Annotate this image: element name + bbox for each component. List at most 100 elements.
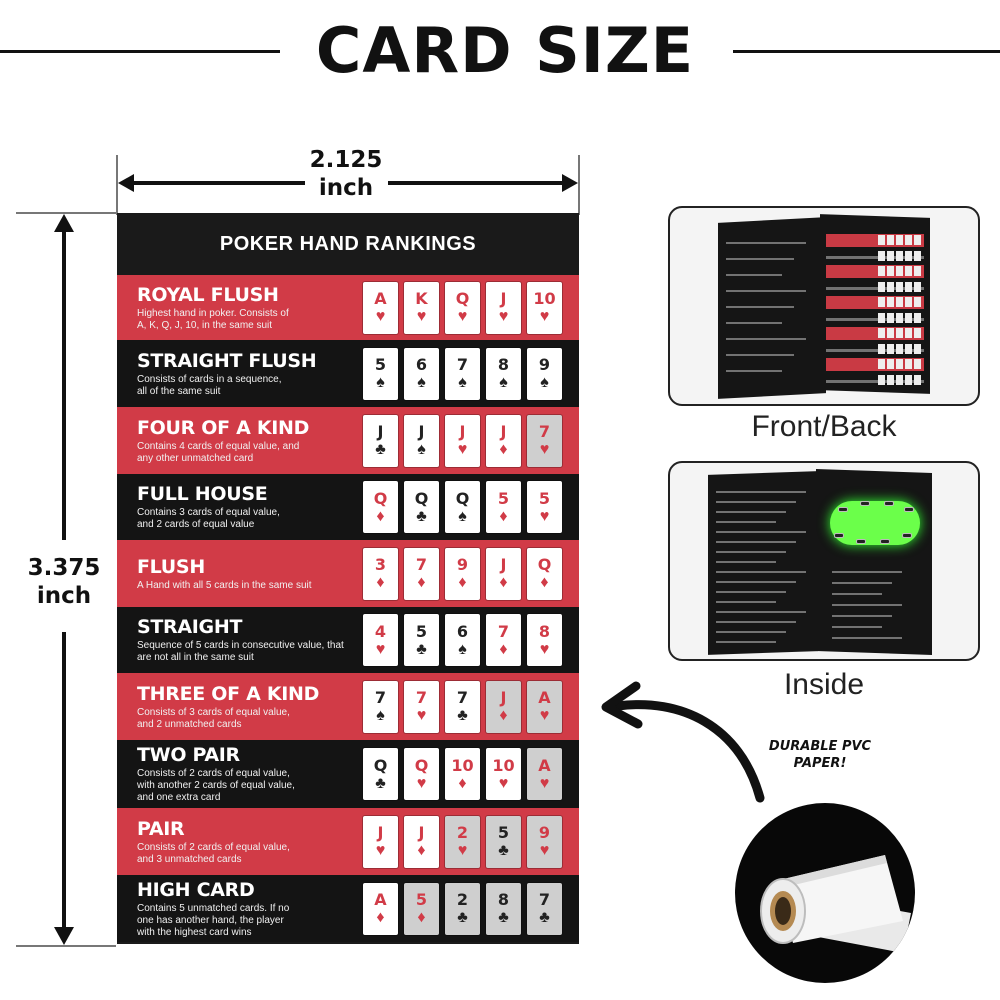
mini-text-line — [832, 593, 882, 595]
hand-description: A Hand with all 5 cards in the same suit — [137, 580, 362, 592]
card-rank: 6 — [456, 621, 469, 641]
card-suit-icon: ♥ — [539, 842, 550, 859]
card-suit-icon: ♣ — [498, 842, 509, 859]
mini-card — [887, 343, 894, 354]
hand-name: STRAIGHT — [137, 616, 243, 638]
playing-card: 8♥ — [527, 614, 562, 666]
playing-card: J♥ — [486, 281, 521, 334]
mini-card — [878, 328, 885, 338]
playing-card: 7♣ — [445, 680, 480, 733]
card-suit-icon: ♠ — [376, 707, 385, 724]
playing-card: 6♠ — [445, 614, 480, 666]
page-title: CARD SIZE — [315, 14, 695, 87]
mini-card — [905, 297, 912, 307]
card-suit-icon: ♣ — [375, 441, 386, 458]
card-suit-icon: ♥ — [539, 774, 550, 792]
playing-card: J♠ — [404, 414, 439, 467]
card-rank: Q — [537, 555, 552, 574]
mini-card — [896, 343, 903, 354]
playing-card: K♥ — [404, 281, 439, 334]
hand-description-line: Highest hand in poker. Consists of — [137, 307, 289, 319]
playing-card: 7♦ — [486, 614, 521, 666]
inside-thumbnail — [668, 461, 980, 661]
card-rank: J — [418, 823, 425, 842]
mini-text-line — [726, 322, 782, 324]
mini-card — [914, 266, 921, 276]
hand-name: FOUR OF A KIND — [137, 416, 310, 439]
hand-cards: 3♦7♦9♦J♦Q♦ — [363, 547, 562, 600]
mini-card — [887, 359, 894, 369]
curved-arrow-icon — [601, 681, 765, 803]
card-suit-icon: ♥ — [539, 308, 550, 325]
mini-text-line — [716, 531, 806, 533]
hand-description: Consists of cards in a sequence,all of t… — [137, 374, 362, 398]
hand-name: THREE OF A KIND — [137, 682, 320, 705]
card-rank: A — [374, 890, 387, 909]
card-rank: A — [374, 289, 387, 308]
playing-card: J♦ — [486, 414, 521, 467]
hand-description-line: all of the same suit — [137, 385, 221, 397]
table-seat-icon — [902, 533, 912, 538]
playing-card: 6♠ — [404, 347, 439, 400]
mini-text-line — [726, 274, 782, 276]
mini-card — [887, 328, 894, 338]
card-rank: 2 — [456, 823, 469, 842]
mini-card — [905, 359, 912, 369]
card-suit-icon: ♦ — [499, 574, 508, 591]
mini-text-line — [726, 370, 782, 372]
card-rank: 10 — [451, 755, 474, 775]
card-suit-icon: ♣ — [498, 909, 509, 926]
playing-card: A♦ — [363, 882, 398, 935]
card-suit-icon: ♦ — [499, 640, 508, 658]
card-rank: J — [500, 555, 507, 574]
hand-cards: 4♥5♣6♠7♦8♥ — [363, 614, 562, 666]
mini-card — [896, 374, 903, 385]
hand-cards: A♦5♦2♣8♣7♣ — [363, 882, 562, 935]
playing-card: 7♠ — [445, 347, 480, 400]
card-suit-icon: ♠ — [376, 374, 385, 391]
playing-card: 8♣ — [486, 882, 521, 935]
table-seat-icon — [856, 539, 866, 544]
playing-card: 8♠ — [486, 347, 521, 400]
table-seat-icon — [834, 533, 844, 538]
mini-card — [896, 235, 903, 245]
card-suit-icon: ♣ — [539, 909, 550, 926]
height-value: 3.375 — [27, 555, 101, 581]
card-rank: Q — [414, 755, 429, 775]
card-suit-icon: ♦ — [458, 774, 467, 792]
card-suit-icon: ♦ — [499, 707, 508, 724]
hand-description-line: with the highest card wins — [137, 926, 252, 938]
playing-card: J♦ — [404, 815, 439, 868]
hand-cards: Q♣Q♥10♦10♥A♥ — [363, 748, 562, 800]
mini-text-line — [716, 601, 776, 603]
mini-card — [905, 374, 912, 385]
pvc-roll-icon — [760, 855, 911, 953]
card-suit-icon: ♥ — [416, 774, 427, 792]
height-arrow-line-bottom — [62, 632, 66, 930]
mini-card — [896, 312, 903, 323]
mini-text-line — [726, 306, 794, 308]
card-suit-icon: ♦ — [376, 507, 385, 525]
mini-card — [887, 312, 894, 323]
playing-card: J♦ — [486, 680, 521, 733]
card-rank: 9 — [538, 823, 551, 842]
mini-text-line — [716, 631, 786, 633]
playing-card: 10♥ — [527, 281, 562, 334]
card-suit-icon: ♥ — [539, 441, 550, 458]
hand-name: ROYAL FLUSH — [137, 283, 279, 306]
mini-text-line — [832, 604, 902, 606]
hand-name: FLUSH — [137, 555, 205, 578]
mini-card — [914, 281, 921, 292]
height-unit: inch — [36, 583, 92, 609]
mini-text-line — [716, 501, 796, 503]
